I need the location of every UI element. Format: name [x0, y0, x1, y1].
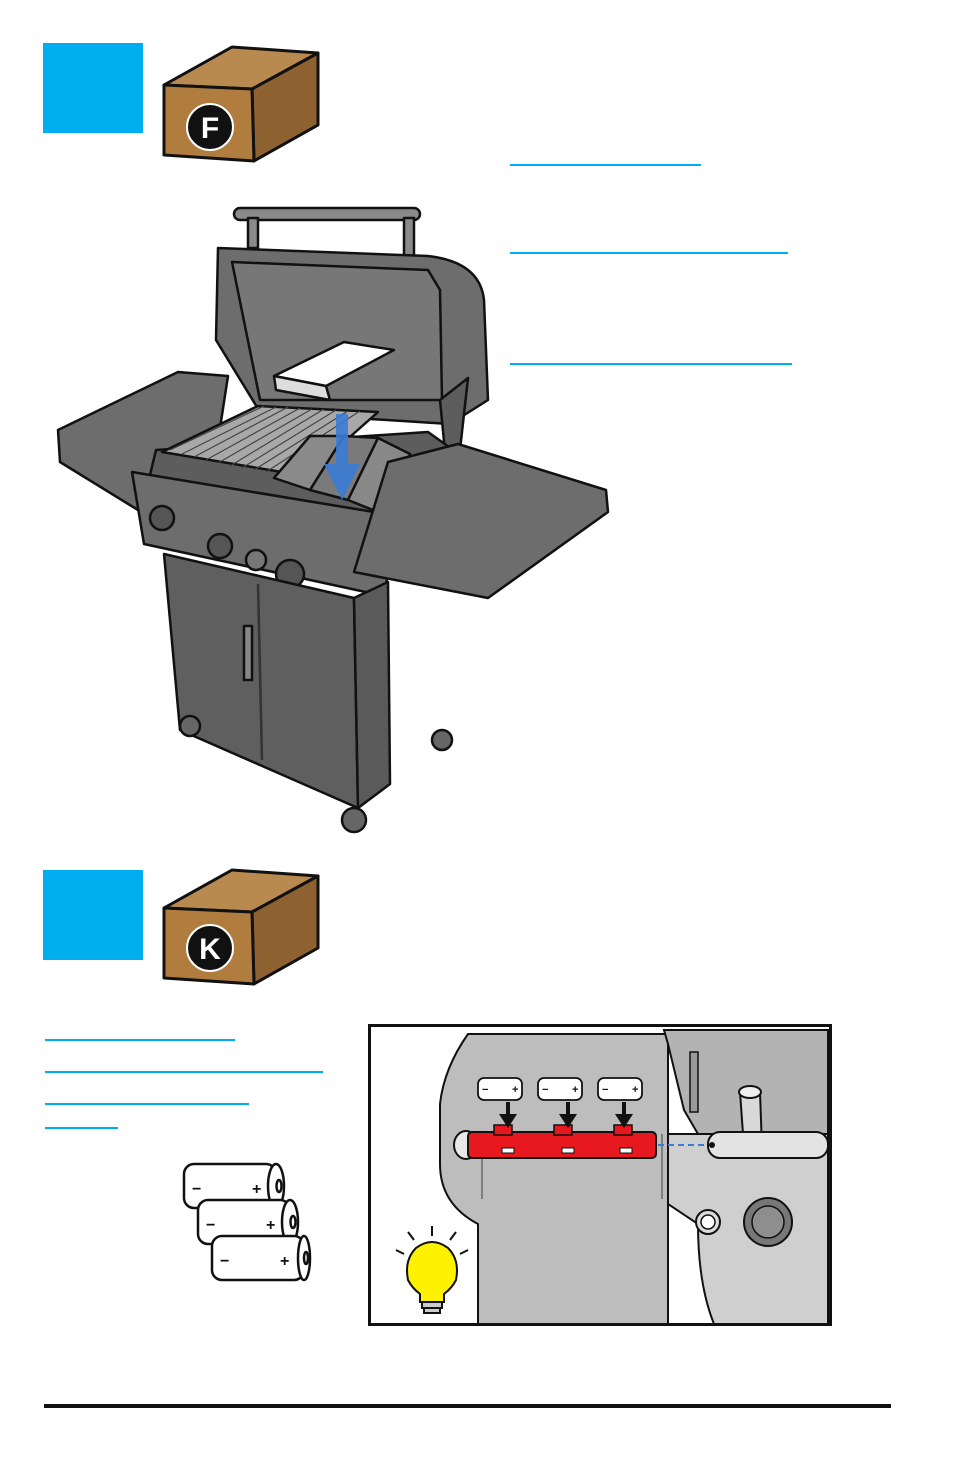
battery-minus: −	[482, 1084, 488, 1096]
igniter-detail-inset: − + − + − +	[368, 1024, 832, 1326]
down-arrow-icon	[499, 1102, 633, 1128]
battery-minus: −	[220, 1253, 229, 1270]
battery-minus: −	[192, 1181, 201, 1198]
battery-plus: +	[266, 1217, 275, 1234]
grill-illustration-icon	[56, 206, 610, 834]
battery-icon	[196, 1198, 300, 1246]
instruction-line	[45, 1103, 249, 1105]
battery-minus: −	[206, 1217, 215, 1234]
lightbulb-tip-icon	[395, 1226, 469, 1314]
battery-plus: +	[512, 1084, 518, 1096]
battery-plus: +	[280, 1253, 289, 1270]
battery-plus: +	[572, 1084, 578, 1096]
battery-stack: − + − + − +	[182, 1162, 312, 1282]
instruction-line	[510, 164, 701, 166]
box-letter: F	[201, 112, 219, 145]
footer-divider	[44, 1404, 891, 1408]
parts-box-icon: F	[162, 45, 320, 163]
instruction-line	[45, 1127, 118, 1129]
parts-box-icon: K	[162, 868, 320, 986]
battery-plus: +	[252, 1181, 261, 1198]
battery-minus: −	[602, 1084, 608, 1096]
step-number-marker-1	[43, 43, 143, 133]
instruction-line	[45, 1039, 235, 1041]
instruction-line	[510, 363, 792, 365]
step-number-marker-2	[43, 870, 143, 960]
battery-icon	[182, 1162, 286, 1210]
battery-icon	[210, 1234, 312, 1282]
battery-plus: +	[632, 1084, 638, 1096]
instruction-line	[510, 252, 788, 254]
instruction-line	[45, 1071, 323, 1073]
battery-minus: −	[542, 1084, 548, 1096]
box-letter: K	[199, 933, 221, 966]
